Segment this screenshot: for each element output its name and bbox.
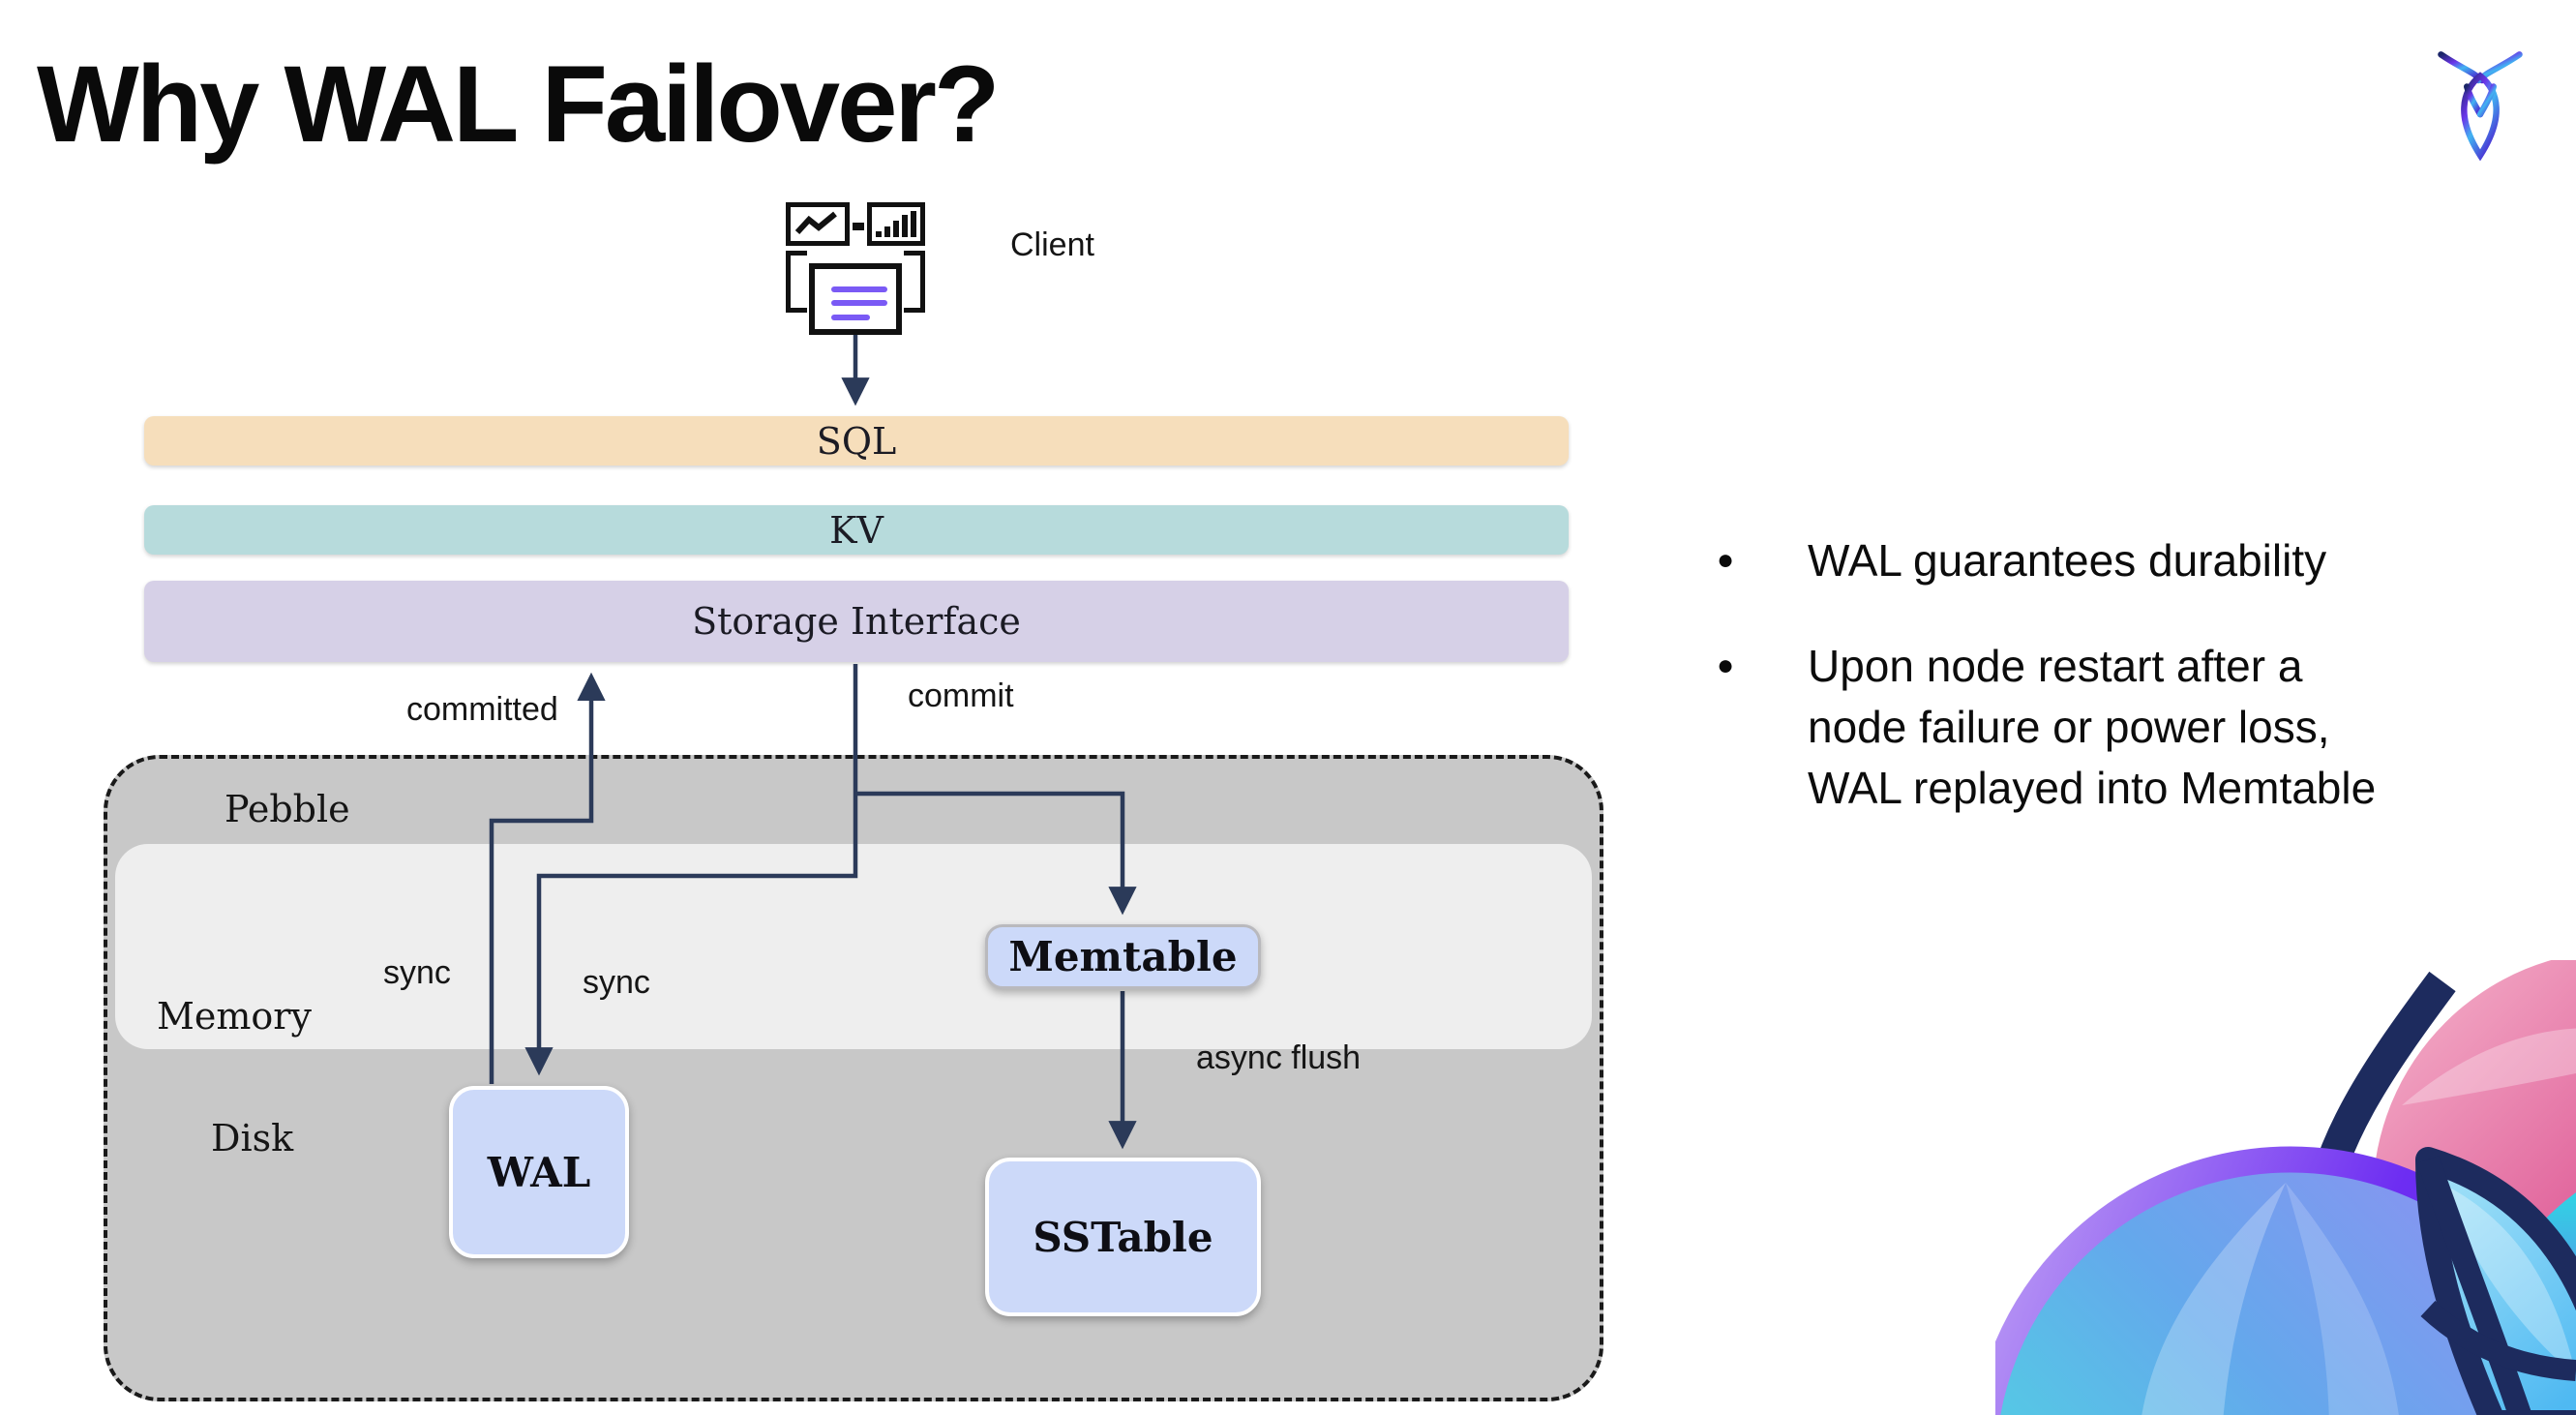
sync-left-edge-label: sync xyxy=(383,954,451,991)
committed-edge-label: committed xyxy=(406,691,558,728)
sstable-node: SSTable xyxy=(985,1158,1261,1316)
sstable-node-label: SSTable xyxy=(1033,1213,1213,1261)
wal-node: WAL xyxy=(449,1086,629,1258)
sql-layer-label: SQL xyxy=(816,419,897,463)
document-text-line xyxy=(831,300,887,306)
memtable-node: Memtable xyxy=(985,924,1261,989)
storage-interface-layer-bar: Storage Interface xyxy=(144,581,1569,662)
bracket-right-icon xyxy=(904,251,925,313)
bullet-list: ● WAL guarantees durability ● Upon node … xyxy=(1701,530,2562,863)
memtable-node-label: Memtable xyxy=(1008,933,1238,980)
document-text-line xyxy=(831,286,887,292)
async-flush-edge-label: async flush xyxy=(1196,1039,1362,1076)
disk-label: Disk xyxy=(211,1117,294,1159)
slide-title: Why WAL Failover? xyxy=(37,44,1000,165)
bar-chart-icon xyxy=(867,202,925,246)
client-terminal-icon xyxy=(784,200,927,338)
line-chart-icon xyxy=(786,202,850,246)
dash-connector-icon xyxy=(853,223,864,230)
memory-region xyxy=(115,844,1592,1049)
wal-node-label: WAL xyxy=(487,1148,591,1196)
bullet-dot-icon: ● xyxy=(1717,649,1735,681)
commit-edge-label: commit xyxy=(908,677,1014,714)
client-label: Client xyxy=(1010,226,1094,263)
memory-label: Memory xyxy=(157,995,312,1038)
bullet-text: WAL guarantees durability xyxy=(1808,535,2327,586)
document-text-line xyxy=(831,315,870,320)
bullet-dot-icon: ● xyxy=(1717,544,1735,576)
list-item: ● WAL guarantees durability xyxy=(1701,530,2562,591)
kv-layer-bar: KV xyxy=(144,505,1569,555)
bracket-left-icon xyxy=(786,251,807,313)
list-item: ● Upon node restart after a node failure… xyxy=(1701,636,2562,819)
brand-art-decoration xyxy=(1995,960,2576,1415)
sql-layer-bar: SQL xyxy=(144,416,1569,466)
document-icon xyxy=(809,263,902,335)
bullet-text: Upon node restart after a node failure o… xyxy=(1808,641,2377,813)
pebble-label: Pebble xyxy=(225,788,350,830)
sync-right-edge-label: sync xyxy=(583,964,650,1001)
storage-interface-label: Storage Interface xyxy=(692,600,1021,643)
kv-layer-label: KV xyxy=(829,508,884,552)
cockroachdb-logo-icon xyxy=(2438,51,2523,161)
